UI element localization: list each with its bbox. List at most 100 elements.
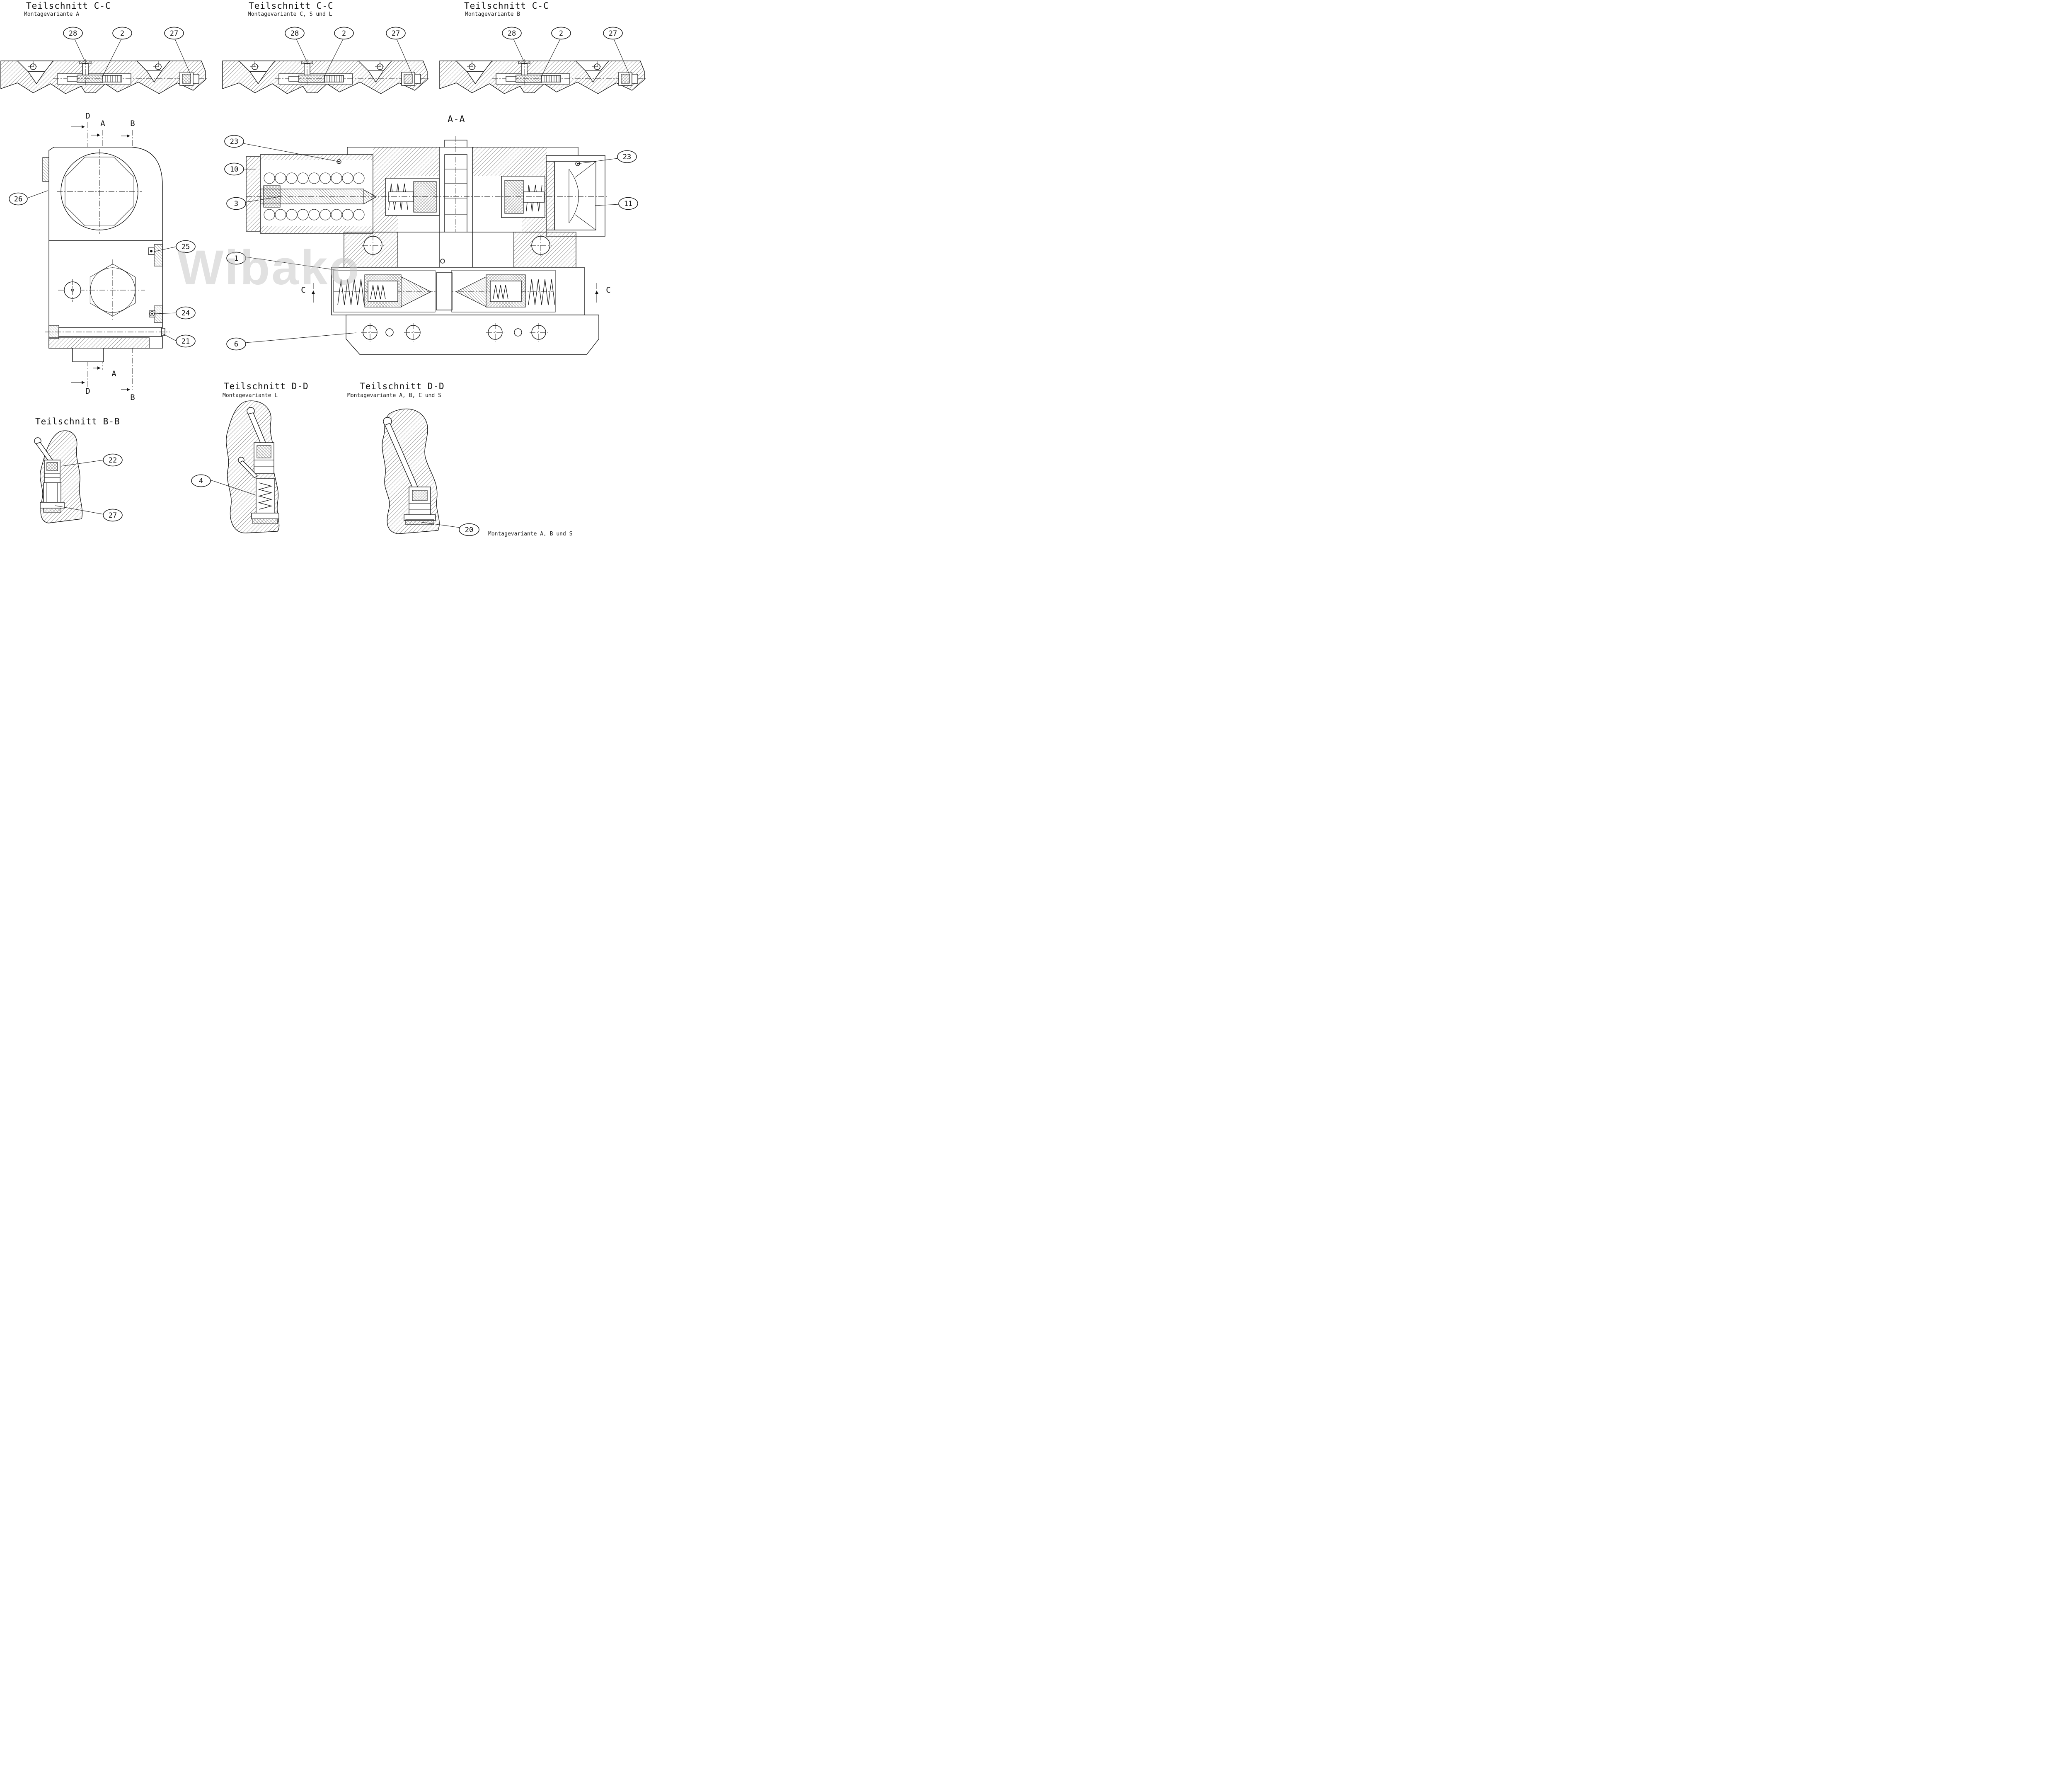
callout-28-label: 28 xyxy=(508,29,516,38)
view-cc-b: 28 2 27 xyxy=(439,27,646,94)
callout-27: 27 xyxy=(55,505,123,522)
callout-25: 25 xyxy=(154,240,196,253)
cc-b-body-section xyxy=(439,59,646,94)
cc-csl-body-section xyxy=(222,59,429,94)
side-bleed-screw xyxy=(148,244,163,266)
subtitle-cc-a: Montagevariante A xyxy=(24,11,80,17)
aa-neck xyxy=(344,232,576,268)
title-aa: A-A xyxy=(448,114,465,125)
callout-22: 22 xyxy=(61,453,123,467)
marker-b-bottom: B xyxy=(130,393,135,402)
callout-28: 28 xyxy=(285,27,307,63)
dd-l-lever-lower xyxy=(238,457,258,478)
aa-cartridge-right xyxy=(451,270,556,312)
callout-27-label: 27 xyxy=(109,511,117,520)
side-base-section xyxy=(48,337,150,349)
aa-base-plate xyxy=(346,315,599,355)
callout-23l-label: 23 xyxy=(230,138,238,146)
callout-2-label: 2 xyxy=(559,29,563,38)
callout-25-label: 25 xyxy=(182,243,190,251)
marker-a-bottom: A xyxy=(111,369,116,378)
callout-4-label: 4 xyxy=(199,477,203,485)
dd-abcs-valve xyxy=(404,487,436,525)
view-aa: C C 23 10 3 1 6 23 11 xyxy=(224,135,638,355)
callout-23r-label: 23 xyxy=(623,153,631,161)
marker-d-top: D xyxy=(85,111,90,121)
callout-1-label: 1 xyxy=(234,254,238,263)
view-side: D A B A D B xyxy=(9,111,196,402)
callout-4: 4 xyxy=(191,474,257,496)
callout-28: 28 xyxy=(63,27,86,63)
callout-3-label: 3 xyxy=(234,200,238,208)
callout-26: 26 xyxy=(9,190,48,206)
view-bb: 22 27 xyxy=(34,430,123,523)
callout-22-label: 22 xyxy=(109,456,117,465)
view-dd-l: 4 xyxy=(191,400,280,533)
callout-28-label: 28 xyxy=(290,29,299,38)
side-foot xyxy=(72,348,104,362)
cc-a-plug xyxy=(179,72,199,86)
aa-section-marker-c-right: C xyxy=(595,283,611,304)
callout-26-label: 26 xyxy=(14,195,22,203)
callout-10-label: 10 xyxy=(230,165,238,174)
dd-l-valve-upper xyxy=(254,442,274,474)
bb-plug xyxy=(40,482,65,513)
marker-d-bottom: D xyxy=(85,387,90,396)
cc-csl-plug xyxy=(401,72,421,86)
title-cc-a: Teilschnitt C-C xyxy=(26,1,111,11)
callout-27-label: 27 xyxy=(392,29,400,38)
title-cc-b: Teilschnitt C-C xyxy=(464,1,549,11)
callout-2: 2 xyxy=(541,27,571,77)
view-cc-a: 28 2 27 xyxy=(0,27,207,94)
callout-11-label: 11 xyxy=(624,200,632,208)
aa-end-nut xyxy=(546,155,605,237)
bb-valve xyxy=(44,460,61,483)
note-dd-abcs: Montagevariante A, B und S xyxy=(488,531,573,537)
callout-1: 1 xyxy=(226,252,338,271)
callout-24: 24 xyxy=(155,306,196,320)
aa-cartridge-left xyxy=(333,270,436,312)
callout-11: 11 xyxy=(595,197,638,210)
subtitle-cc-b: Montagevariante B xyxy=(465,11,520,17)
cc-b-adjust-screw xyxy=(518,59,530,87)
cc-a-adjust-screw xyxy=(79,59,92,87)
callout-27: 27 xyxy=(386,27,413,75)
aa-right-seat xyxy=(501,176,545,218)
callout-23-right: 23 xyxy=(577,150,637,164)
cc-b-plug xyxy=(618,72,638,86)
view-cc-csl: 28 2 27 xyxy=(222,27,429,94)
side-valve-body xyxy=(42,147,170,362)
aa-spool-foot xyxy=(436,272,453,310)
title-dd-l: Teilschnitt D-D xyxy=(224,381,309,391)
marker-c-right: C xyxy=(606,286,610,295)
title-cc-csl: Teilschnitt C-C xyxy=(249,1,334,11)
aa-section-marker-c-left: C xyxy=(301,283,315,304)
subtitle-dd-l: Montagevariante L xyxy=(223,392,278,399)
callout-28-label: 28 xyxy=(69,29,77,38)
callout-2-label: 2 xyxy=(342,29,346,38)
drawing-sheet: Teilschnitt C-C Montagevariante A Teilsc… xyxy=(0,0,646,539)
callout-21: 21 xyxy=(162,333,196,348)
callout-23-left: 23 xyxy=(224,135,339,162)
callout-27: 27 xyxy=(603,27,630,75)
title-dd-abcs: Teilschnitt D-D xyxy=(360,381,445,391)
cc-a-body-section xyxy=(0,59,207,94)
dd-l-cartridge xyxy=(251,478,279,524)
callout-21-label: 21 xyxy=(182,337,190,346)
callout-2: 2 xyxy=(324,27,354,77)
view-dd-abcs: 20 xyxy=(382,408,479,536)
cc-csl-adjust-screw xyxy=(301,59,313,87)
callout-10: 10 xyxy=(224,162,256,176)
callout-3: 3 xyxy=(226,196,281,210)
title-bb: Teilschnitt B-B xyxy=(35,417,120,426)
subtitle-cc-csl: Montagevariante C, S und L xyxy=(248,11,332,17)
callout-2-label: 2 xyxy=(120,29,124,38)
callout-24-label: 24 xyxy=(182,309,190,317)
callout-20: 20 xyxy=(421,522,479,536)
subtitle-dd-abcs: Montagevariante A, B, C und S xyxy=(347,392,441,399)
aa-spring xyxy=(264,172,365,220)
callout-6: 6 xyxy=(226,332,357,351)
callout-2: 2 xyxy=(102,27,132,77)
callout-6-label: 6 xyxy=(234,340,238,349)
marker-a-top: A xyxy=(100,119,105,128)
